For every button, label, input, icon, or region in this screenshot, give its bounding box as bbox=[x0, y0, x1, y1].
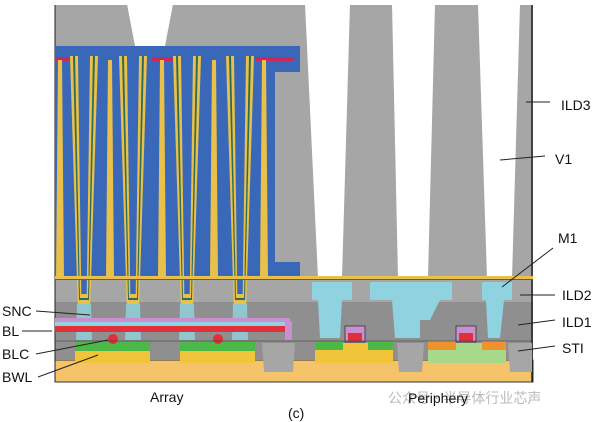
capacitor-electrode bbox=[181, 56, 193, 294]
outer-electrode bbox=[106, 60, 114, 278]
label-snc: SNC bbox=[2, 303, 32, 319]
m1-contact bbox=[312, 282, 352, 338]
label-bl: BL bbox=[2, 323, 19, 339]
blc-contact bbox=[108, 334, 118, 344]
watermark: 公众号 · 半导体行业芯声 bbox=[388, 391, 541, 407]
label-bwl: BWL bbox=[2, 369, 33, 385]
outer-electrode bbox=[158, 60, 166, 278]
bitline-cap bbox=[55, 318, 290, 322]
top-plate bbox=[55, 57, 70, 61]
label-array: Array bbox=[150, 389, 183, 405]
label-sti: STI bbox=[562, 340, 584, 356]
capacitor-electrode bbox=[78, 56, 90, 294]
substrate bbox=[54, 359, 534, 383]
capacitor-fingers bbox=[56, 56, 268, 340]
panel-label: (c) bbox=[288, 405, 304, 421]
label-m1: M1 bbox=[558, 230, 578, 246]
m1-contact bbox=[482, 282, 512, 338]
sti bbox=[397, 343, 424, 372]
label-periphery: Periphery bbox=[408, 390, 468, 406]
v1-via bbox=[305, 4, 350, 278]
active-area bbox=[75, 341, 150, 351]
outer-electrode bbox=[56, 60, 64, 278]
label-ild3: ILD3 bbox=[561, 97, 591, 113]
v1-via bbox=[478, 4, 520, 278]
label-v1: V1 bbox=[555, 151, 572, 167]
capacitor-electrode bbox=[127, 56, 139, 294]
label-ild2: ILD2 bbox=[562, 287, 592, 303]
m1-contact bbox=[370, 282, 452, 338]
label-blc: BLC bbox=[2, 346, 29, 362]
outer-electrode bbox=[210, 60, 218, 278]
outer-electrode bbox=[260, 60, 268, 278]
top-notch bbox=[127, 4, 173, 46]
capacitor-electrode bbox=[234, 56, 246, 294]
v1-via bbox=[392, 4, 435, 278]
bitline bbox=[55, 326, 290, 332]
label-ild1: ILD1 bbox=[562, 314, 592, 330]
